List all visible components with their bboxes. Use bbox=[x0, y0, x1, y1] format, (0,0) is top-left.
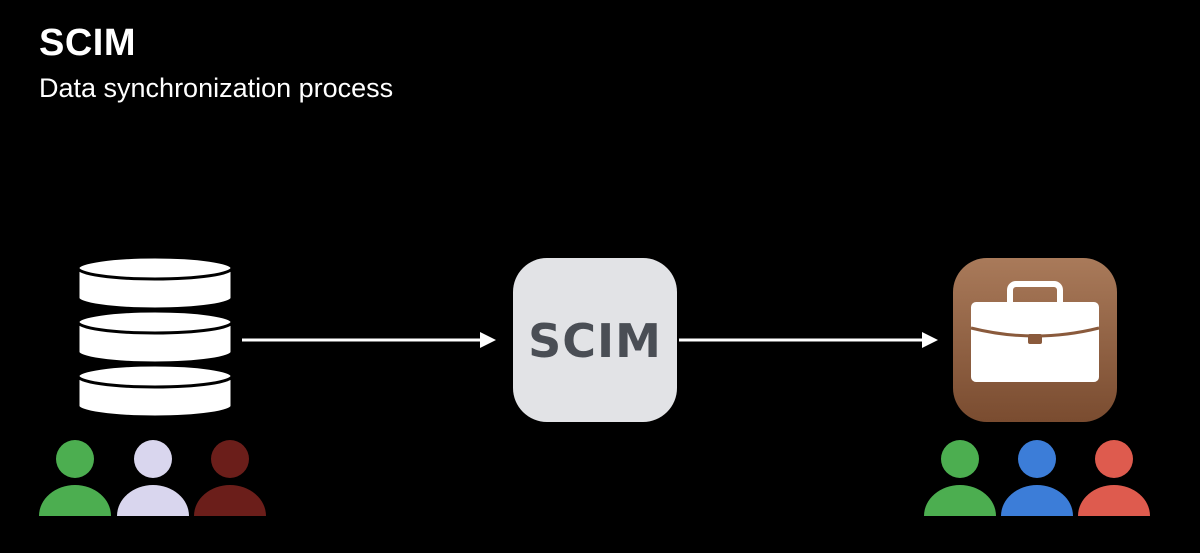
page-title: SCIM bbox=[39, 22, 136, 64]
arrow-to-app bbox=[679, 332, 938, 348]
person-icon bbox=[924, 440, 996, 516]
scim-logo-icon: SCIM bbox=[513, 258, 677, 422]
page-subtitle: Data synchronization process bbox=[39, 73, 394, 103]
database-icon bbox=[76, 255, 234, 419]
person-icon bbox=[117, 440, 189, 516]
arrow-to-scim bbox=[242, 332, 496, 348]
person-icon bbox=[1078, 440, 1150, 516]
briefcase-icon bbox=[953, 258, 1117, 422]
person-icon bbox=[1001, 440, 1073, 516]
person-icon bbox=[194, 440, 266, 516]
source-users bbox=[39, 440, 266, 516]
person-icon bbox=[39, 440, 111, 516]
scim-logo-text: SCIM bbox=[528, 314, 662, 368]
target-users bbox=[924, 440, 1150, 516]
